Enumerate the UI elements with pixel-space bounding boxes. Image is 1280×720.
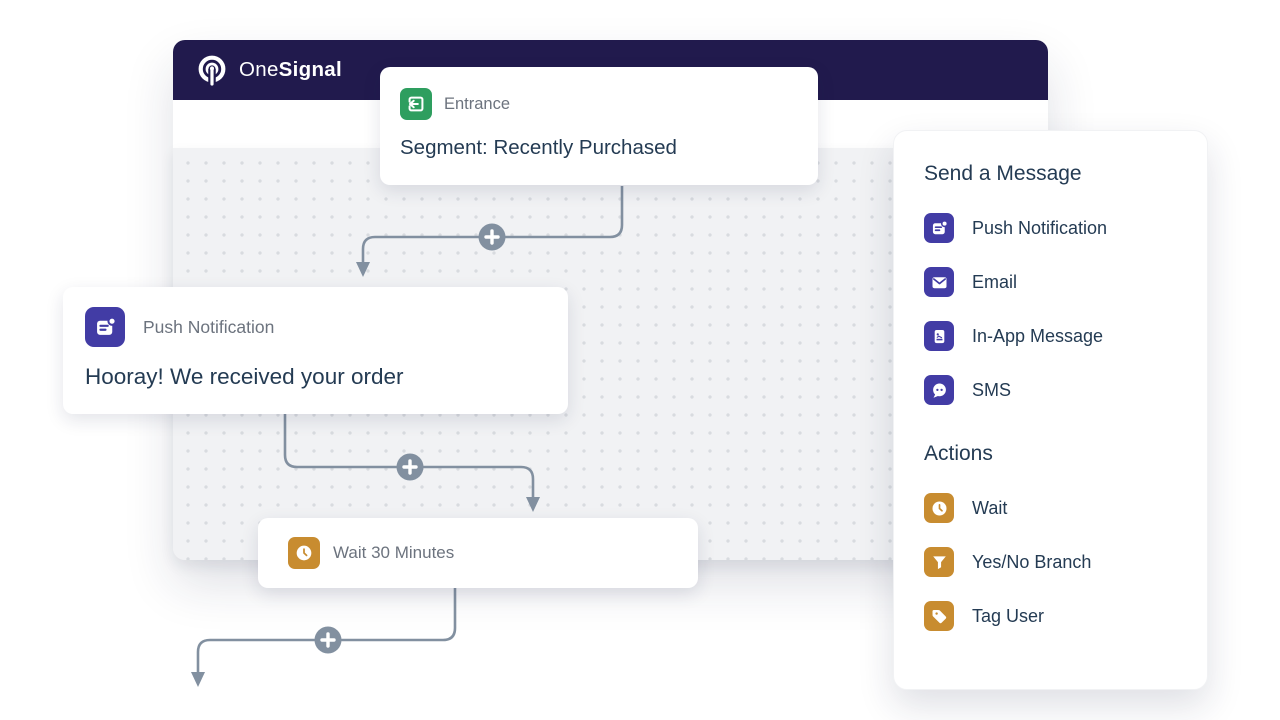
panel-item-tag-user[interactable]: Tag User (924, 601, 1177, 631)
entrance-node[interactable]: Entrance Segment: Recently Purchased (380, 67, 818, 185)
entrance-icon (400, 88, 432, 120)
wait-clock-icon (288, 537, 320, 569)
email-icon (924, 267, 954, 297)
wait-clock-icon (924, 493, 954, 523)
node-label: Wait 30 Minutes (333, 543, 455, 562)
panel-item-push-notification[interactable]: Push Notification (924, 213, 1177, 243)
panel-item-yes-no-branch[interactable]: Yes/No Branch (924, 547, 1177, 577)
in-app-message-icon (924, 321, 954, 351)
arrowhead-icon (191, 672, 205, 687)
node-title: Segment: Recently Purchased (400, 136, 677, 159)
plus-icon (320, 632, 336, 648)
push-notification-icon (85, 307, 125, 347)
node-type-label: Push Notification (143, 316, 275, 337)
plus-icon (402, 459, 418, 475)
panel-item-sms[interactable]: SMS (924, 375, 1177, 405)
onesignal-logo-icon (195, 53, 229, 87)
panel-item-wait[interactable]: Wait (924, 493, 1177, 523)
panel-item-email[interactable]: Email (924, 267, 1177, 297)
node-type-label: Entrance (444, 94, 511, 113)
panel-section-title: Send a Message (924, 162, 1082, 185)
push-notification-icon (924, 213, 954, 243)
panel-section-title: Actions (924, 442, 993, 465)
push-notification-node[interactable]: Push Notification Hooray! We received yo… (63, 287, 568, 414)
tag-user-icon (924, 601, 954, 631)
add-step-button[interactable] (396, 453, 424, 481)
add-step-button[interactable] (314, 626, 342, 654)
plus-icon (484, 229, 500, 245)
wait-node[interactable]: Wait 30 Minutes (258, 518, 698, 588)
yes-no-branch-icon (924, 547, 954, 577)
panel-item-in-app-message[interactable]: In-App Message (924, 321, 1177, 351)
brand-wordmark: OneSignal (239, 58, 342, 81)
step-picker-panel: Send a Message Push Notification Email (893, 130, 1208, 690)
node-title: Hooray! We received your order (85, 364, 404, 389)
add-step-button[interactable] (478, 223, 506, 251)
sms-icon (924, 375, 954, 405)
